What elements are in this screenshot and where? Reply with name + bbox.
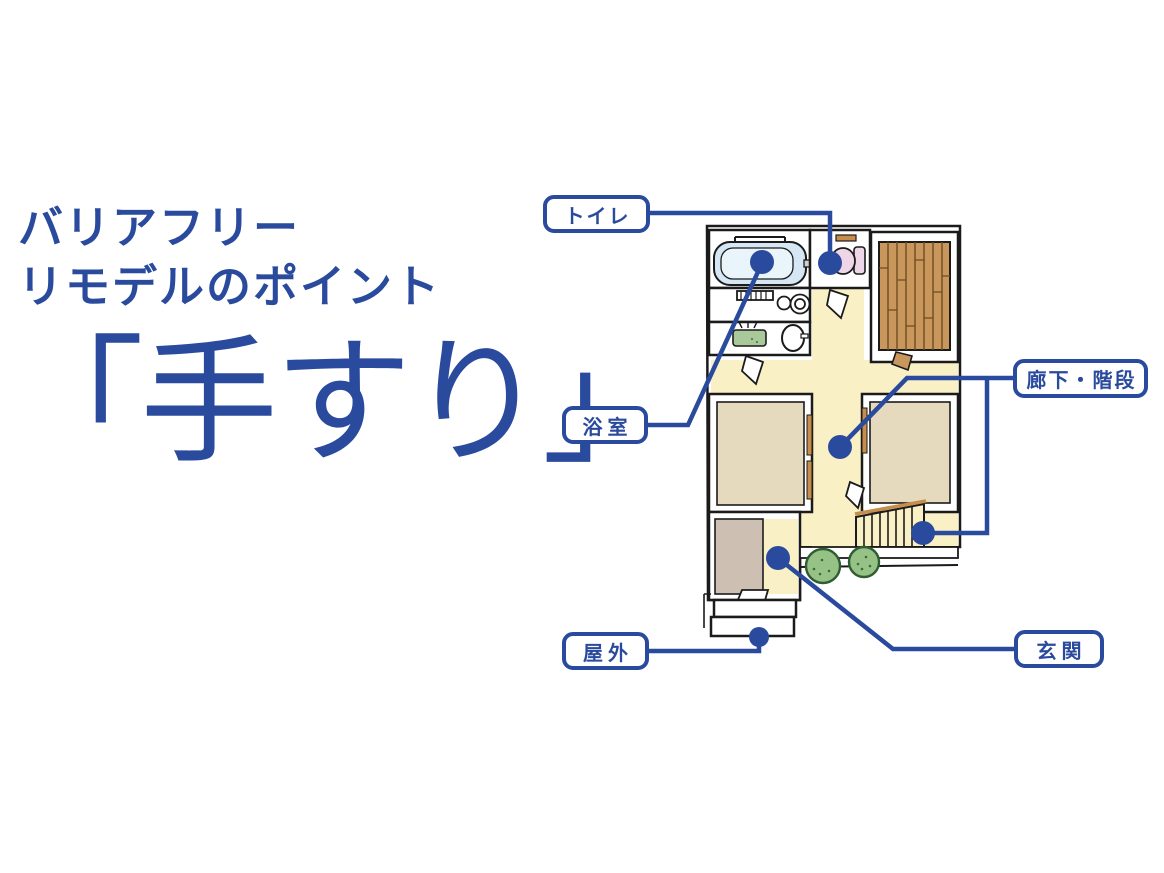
vanity-mirror-icon (732, 329, 767, 347)
bush-icon (804, 547, 842, 585)
label-bathroom-text: 浴室 (582, 416, 633, 439)
connector-toilet (650, 210, 833, 258)
connector-entrance (776, 556, 1014, 652)
connector-bathroom (648, 262, 765, 428)
bedroom-left (707, 392, 814, 514)
label-bathroom: 浴室 (562, 406, 648, 444)
washroom (707, 286, 812, 324)
stair-handrail-icon (854, 499, 927, 516)
label-outdoor-text: 屋外 (583, 642, 633, 665)
hallway-marker-dot (828, 435, 852, 459)
bathtub-marker-dot (750, 250, 774, 274)
entrance-marker-dot (766, 546, 790, 570)
stairs-marker-dot (911, 521, 935, 545)
wood-room-door-icon (890, 351, 913, 372)
title-block: バリアフリー リモデルのポイント 「手すり」 (6, 198, 680, 476)
label-toilet-text: トイレ (564, 205, 631, 228)
door-swings (740, 288, 850, 386)
label-toilet: トイレ (543, 195, 650, 233)
connector-hallway (838, 375, 1013, 449)
label-entrance: 玄関 (1014, 630, 1104, 668)
title-line-2: リモデルのポイント (18, 261, 442, 313)
toilet-marker-dot (818, 251, 842, 275)
porch-steps (703, 593, 798, 638)
connector-stairs (923, 378, 990, 536)
label-hallway-stairs: 廊下・階段 (1013, 359, 1148, 398)
wood-floor-room (869, 230, 960, 372)
towel-bar-icon (734, 236, 786, 241)
bedroom-right (844, 392, 960, 514)
floor-plan (703, 224, 962, 638)
connectors (648, 210, 1014, 654)
label-entrance-text: 玄関 (1036, 640, 1087, 663)
garden (798, 545, 959, 585)
marker-dots (749, 250, 935, 647)
label-outdoor: 屋外 (562, 632, 649, 670)
title-keyword: 「手すり」 (6, 325, 680, 480)
label-hallway-stairs-text: 廊下・階段 (1026, 370, 1137, 392)
connector-outdoor (649, 638, 762, 654)
toilet-towel-bar-icon (835, 234, 857, 242)
washer-knob-icon (776, 295, 792, 311)
bush-icon (847, 545, 881, 579)
porch-marker-dot (749, 627, 769, 647)
title-line-1: バリアフリー (18, 202, 301, 253)
bathroom-room (707, 228, 814, 290)
